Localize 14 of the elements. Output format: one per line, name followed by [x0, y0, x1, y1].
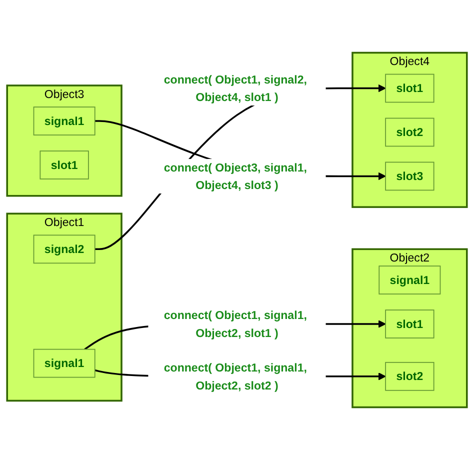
edge-label: connect( Object1, signal1, Object2, slot1 ) [164, 308, 307, 340]
node-box: signal1 [33, 106, 96, 136]
edge-label: connect( Object3, signal1, Object4, slot3 ) [164, 160, 307, 192]
node-box: signal1 [33, 348, 96, 378]
node-box: slot3 [385, 162, 434, 191]
node-box: signal2 [33, 234, 96, 264]
edge-label: connect( Object1, signal1, Object2, slot2 ) [164, 360, 307, 392]
node-box: slot1 [385, 310, 434, 338]
node-box: signal1 [378, 266, 441, 294]
node-box: slot1 [385, 74, 434, 103]
node-box: slot2 [385, 118, 434, 147]
edge-label: connect( Object1, signal2, Object4, slot1 ) [164, 72, 307, 104]
node-box: slot2 [385, 362, 434, 391]
node-box: slot1 [40, 150, 89, 180]
